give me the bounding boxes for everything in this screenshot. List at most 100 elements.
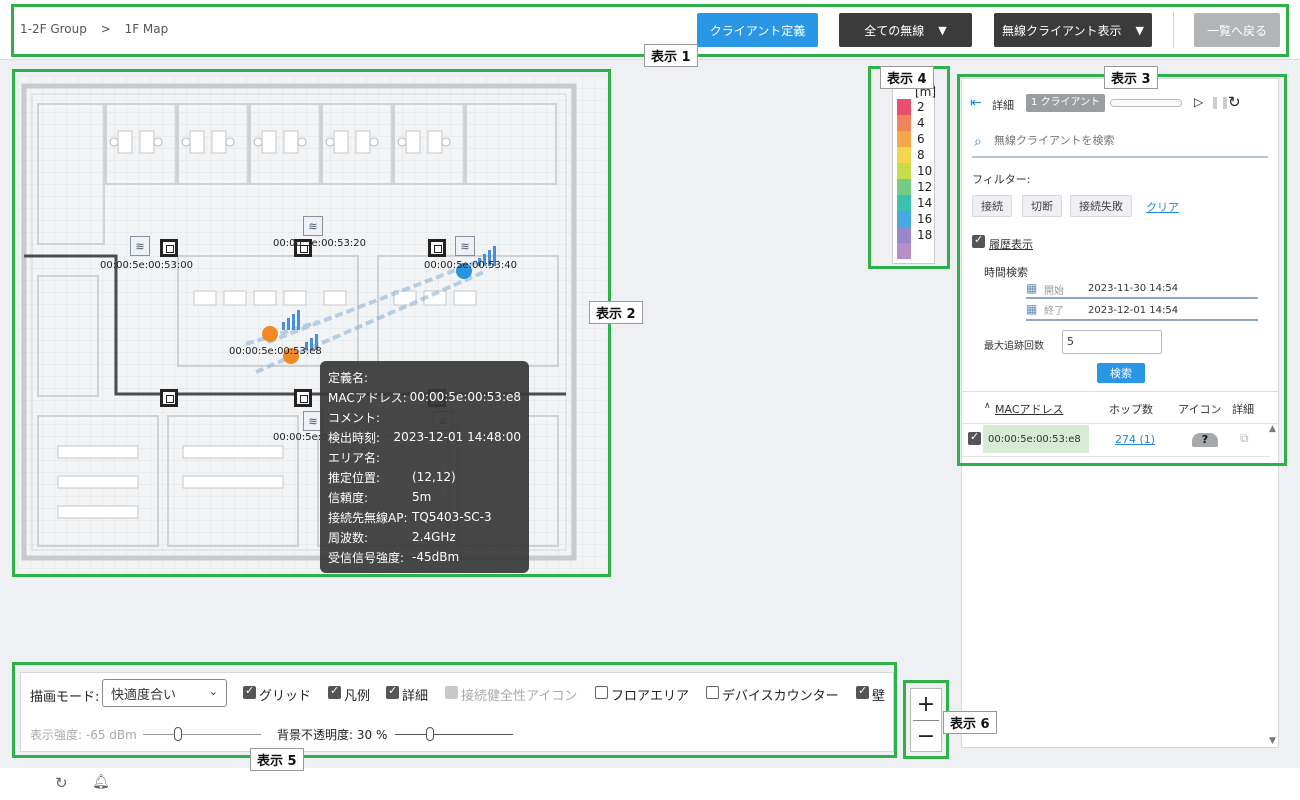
collapse-arrow-icon[interactable]: ⇤ [970,95,982,111]
dropdown-arrow-icon: ▼ [938,23,947,37]
search-button[interactable]: 検索 [1097,363,1145,383]
legend-swatch [897,243,911,259]
open-detail-icon[interactable]: ⧉ [1240,431,1249,445]
grid-label: グリッド [259,689,312,704]
filter-connect-chip[interactable]: 接続 [972,195,1012,217]
all-wireless-dropdown[interactable]: 全ての無線 ▼ [839,13,972,47]
tooltip-key: 推定位置: [328,470,381,485]
detail-checkbox[interactable] [386,684,399,699]
table-row[interactable]: 00:00:5e:00:53:e8 274 (1) ? ⧉ [962,425,1268,457]
start-time-field[interactable]: ▦ 開始 2023-11-30 14:54 [1026,281,1258,299]
legend-swatch [897,99,911,115]
wall-checkbox[interactable] [856,684,869,699]
divider [962,423,1278,424]
client-search-input[interactable] [994,134,1254,147]
device-counter-checkbox[interactable] [706,686,719,699]
scroll-up-icon[interactable]: ▲ [1269,424,1276,434]
refresh-icon[interactable]: ↻ [1228,93,1241,111]
ap-marker[interactable] [294,389,312,407]
legend-value: 12 [917,180,933,194]
history-label[interactable]: 履歴表示 [989,238,1033,251]
time-search-label: 時間検索 [984,266,1028,279]
legend-row: 10 [897,163,933,179]
scroll-down-icon[interactable]: ▼ [1269,736,1276,746]
client-panel: ⇤ 詳細 1 クライアント ▷ ❚❚ ↻ ⌕ フィルター: 接続 切断 接続失敗… [961,78,1279,748]
search-box[interactable]: ⌕ [972,132,1268,158]
legend-value: 4 [917,116,925,130]
panel-scrollbar[interactable]: ▲ ▼ [1267,424,1279,748]
refresh-icon[interactable]: ↻ [55,774,68,792]
playback-progress[interactable] [1110,99,1182,107]
row-hops-link[interactable]: 274 (1) [1115,433,1156,446]
filter-connect-failed-chip[interactable]: 接続失敗 [1070,195,1132,217]
strength-slider-track[interactable] [143,734,261,735]
draw-mode-value: 快適度合い [111,688,177,703]
floor-area-checkbox[interactable] [595,686,608,699]
client-mac-label: 00:00:5e:00:53:e8 [229,346,322,357]
history-checkbox[interactable] [972,233,985,248]
legend-value: 16 [917,212,933,226]
draw-mode-select[interactable]: 快適度合い ⌄ [102,679,227,707]
tooltip-row: 信頼度:5m [328,487,521,507]
pause-icon[interactable]: ❚❚ [1210,95,1231,109]
conn-health-label: 接続健全性アイコン [461,689,578,704]
tooltip-key: 周波数: [328,530,369,545]
tooltip-value: -45dBm [412,550,460,564]
ap-marker[interactable] [294,239,312,257]
strength-label: 表示強度: -65 dBm [30,728,137,742]
opacity-slider-track[interactable] [395,734,513,735]
back-to-list-button[interactable]: 一覧へ戻る [1194,13,1280,47]
legend-label: 凡例 [344,689,371,704]
wireless-client-display-dropdown[interactable]: 無線クライアント表示 ▼ [994,13,1152,47]
start-value: 2023-11-30 14:54 [1088,283,1179,294]
client-count-badge: 1 クライアント [1026,94,1106,112]
search-icon: ⌕ [974,134,982,150]
calendar-icon: ▦ [1026,302,1038,316]
client-definition-button[interactable]: クライアント定義 [697,13,818,47]
draw-mode-label: 描画モード: [30,690,100,705]
region-tag-2: 表示 2 [589,301,643,324]
legend-row: 12 [897,179,933,195]
detail-label: 詳細 [402,689,429,704]
toolbar-divider [1173,12,1174,48]
tooltip-key: エリア名: [328,450,381,465]
opacity-slider-handle[interactable] [426,727,435,741]
legend-checkbox[interactable] [328,684,341,699]
tooltip-row: 周波数: 2.4GHz [328,527,521,547]
tooltip-value: (12,12) [412,470,456,484]
tooltip-value: 2.4GHz [412,530,456,544]
col-icon-header: アイコン [1178,403,1222,416]
wireless-client-label: 無線クライアント表示 [1002,23,1122,38]
conn-health-checkbox [445,686,458,699]
grid-checkbox[interactable] [243,684,256,699]
breadcrumb-group[interactable]: 1-2F Group [20,22,87,36]
tooltip-key: 受信信号強度: [328,550,405,565]
filter-disconnect-chip[interactable]: 切断 [1022,195,1062,217]
tooltip-row: 接続先無線AP:TQ5403-SC-3 [328,507,521,527]
max-track-input[interactable]: 5 [1062,330,1162,354]
strength-slider-handle[interactable] [174,727,183,741]
breadcrumb: 1-2F Group > 1F Map [20,22,178,36]
ap-marker[interactable] [160,239,178,257]
region-tag-1: 表示 1 [644,44,698,67]
breadcrumb-separator: > [100,22,111,36]
ap-marker[interactable] [160,389,178,407]
row-checkbox[interactable] [968,430,981,445]
end-time-field[interactable]: ▦ 終了 2023-12-01 14:54 [1026,301,1258,321]
sort-asc-icon[interactable]: ∧ [984,401,991,411]
wifi-ap-icon[interactable]: ≋ [303,216,323,236]
filter-clear-link[interactable]: クリア [1146,201,1179,214]
bell-icon[interactable]: 🔔︎ [92,774,110,790]
tooltip-key: 検出時刻: [328,430,381,445]
wifi-ap-icon[interactable]: ≋ [130,236,150,256]
legend-row [897,243,933,259]
play-icon[interactable]: ▷ [1194,95,1204,109]
tooltip-key: 接続先無線AP: [328,510,408,525]
ap-marker[interactable] [428,239,446,257]
zoom-in-button[interactable]: + [916,692,936,717]
zoom-out-button[interactable]: − [916,724,936,749]
wifi-ap-icon[interactable]: ≋ [455,236,475,256]
legend-row: 2 [897,99,933,115]
col-mac-header[interactable]: MACアドレス [995,403,1064,416]
